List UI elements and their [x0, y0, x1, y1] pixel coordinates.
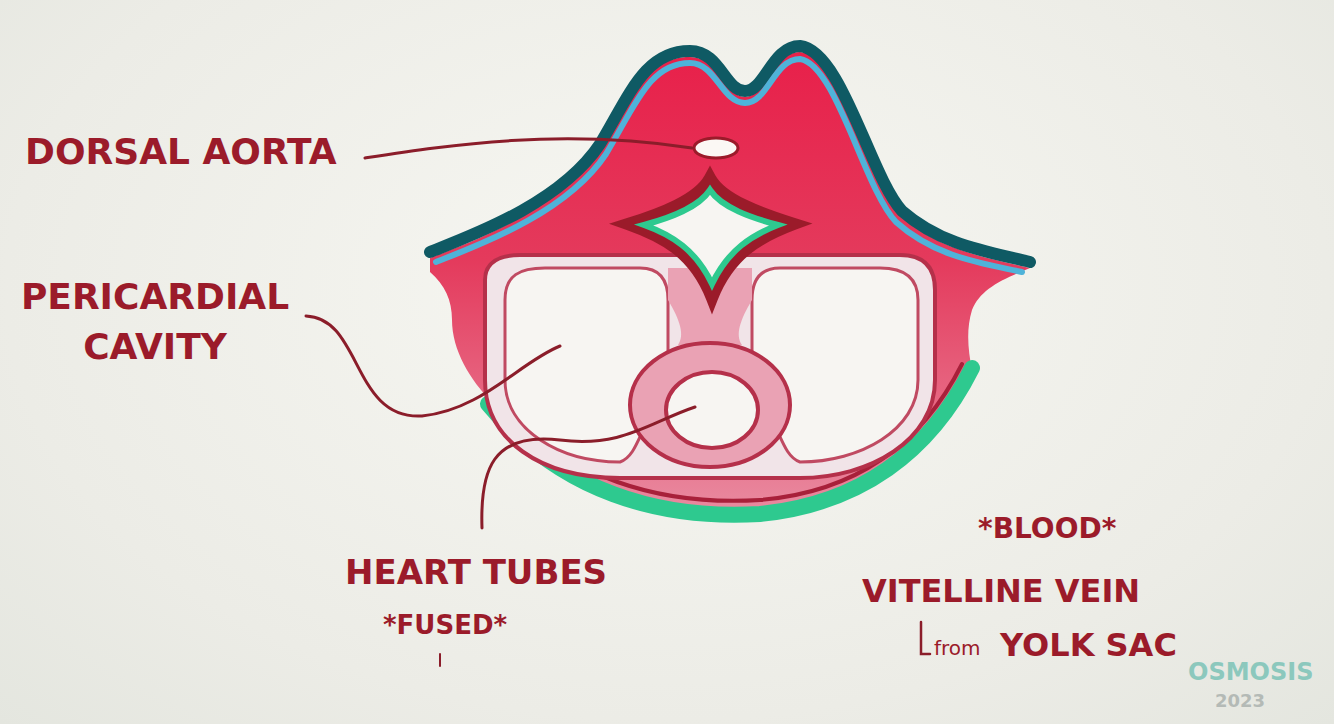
- watermark: 2023: [1215, 690, 1265, 712]
- note-label: *BLOOD*: [978, 512, 1116, 546]
- watermark: OSMOSIS: [1188, 658, 1313, 687]
- leader-line: [482, 407, 695, 528]
- structure-label: HEART TUBES: [345, 552, 607, 593]
- structure-label: VITELLINE VEIN: [862, 572, 1140, 610]
- dorsal-aorta: [694, 138, 738, 158]
- bracket: [921, 622, 930, 654]
- leader-line: [306, 316, 560, 416]
- gut-tube-lining: [644, 190, 778, 284]
- heart-tube-wall: [630, 343, 790, 467]
- embryo-body: [430, 52, 1030, 513]
- structure-label: PERICARDIAL CAVITY: [5, 272, 305, 373]
- leader-line: [365, 139, 692, 158]
- gut-tube: [628, 178, 794, 298]
- structure-label: DORSAL AORTA: [25, 130, 337, 173]
- structure-label: YOLK SAC: [1000, 626, 1177, 664]
- heart-tube-lumen: [666, 372, 758, 448]
- tick-mark: [439, 654, 441, 666]
- note-label: from: [934, 636, 981, 660]
- note-label: *FUSED*: [383, 610, 507, 641]
